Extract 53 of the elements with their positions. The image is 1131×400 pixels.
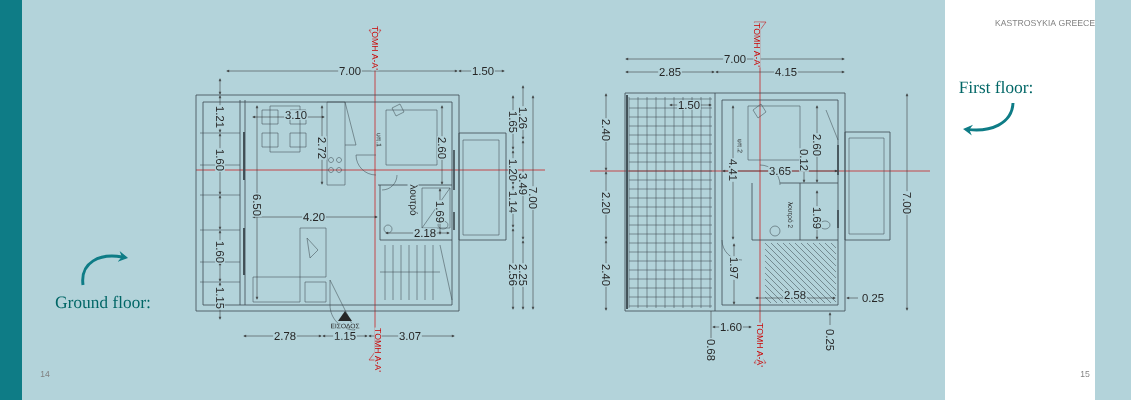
dimension-label: 2.20 <box>601 191 611 215</box>
dimension-label: 2.25 <box>518 263 528 287</box>
floor-title: Ground floor: <box>55 295 150 309</box>
dimension-label: 1.15 <box>215 286 225 310</box>
dimension-label: 1.14 <box>508 190 518 214</box>
dimension-label: 4.15 <box>774 67 798 77</box>
section-label: ΤΟΜΗ Α-Α' <box>753 22 761 68</box>
floor-title: First floor: <box>959 80 1032 94</box>
dimension-label: 2.78 <box>273 331 297 341</box>
dimension-label: 2.60 <box>437 136 447 160</box>
dimension-label: 2.56 <box>508 263 518 287</box>
dimension-label: 1.97 <box>729 256 739 280</box>
dimension-label: 1.65 <box>508 110 518 134</box>
dimension-label: 2.72 <box>317 136 327 160</box>
dimension-label: 0.68 <box>706 338 716 362</box>
dimension-label: 4.41 <box>728 158 738 182</box>
dimension-label: 4.20 <box>302 212 326 222</box>
dimension-label: 1.69 <box>812 206 822 230</box>
dimension-label: 2.18 <box>413 228 437 238</box>
dimension-label: 3.65 <box>768 166 792 176</box>
dimension-label: 2.40 <box>601 263 611 287</box>
page-number: 14 <box>40 371 50 377</box>
dimension-label: 1.50 <box>471 66 495 76</box>
dimension-label: 1.21 <box>215 105 225 129</box>
dimension-label: 2.60 <box>812 133 822 157</box>
dimension-label: 2.85 <box>658 67 682 77</box>
dimension-label: 7.00 <box>723 54 747 64</box>
section-label: ΤΟΜΗ Α-Α' <box>371 25 379 71</box>
dimension-label: 1.26 <box>518 106 528 130</box>
dimension-label: 1.60 <box>719 322 743 332</box>
dimension-label: 6.50 <box>252 193 262 217</box>
dimension-label: 0.25 <box>825 328 835 352</box>
dimension-label: 7.00 <box>902 191 912 215</box>
dimension-label: 0.12 <box>799 148 809 172</box>
dimension-label: 3.10 <box>284 110 308 120</box>
dimension-label: 1.20 <box>508 158 518 182</box>
dimension-label: 3.49 <box>518 172 528 196</box>
dimension-label: 1.15 <box>333 331 357 341</box>
room-label: λουτρό <box>407 183 419 217</box>
dimension-label: 1.60 <box>215 240 225 264</box>
section-label: ΤΟΜΗ Α-Α' <box>756 322 764 368</box>
dimension-label: 3.07 <box>398 331 422 341</box>
header-text: KASTROSYKIA GREECE <box>995 19 1095 27</box>
dimension-label: 7.00 <box>528 186 538 210</box>
dimension-label: 0.25 <box>861 293 885 303</box>
dimension-label: 7.00 <box>338 66 362 76</box>
section-label: ΤΟΜΗ Α-Α' <box>374 327 382 373</box>
dimension-label: 2.58 <box>783 290 807 300</box>
page-number: 15 <box>1080 371 1090 378</box>
dimension-label: 2.40 <box>601 118 611 142</box>
dimension-label: 1.60 <box>215 148 225 172</box>
dimension-label: 1.50 <box>677 100 701 110</box>
dimension-label: 1.69 <box>435 200 445 224</box>
